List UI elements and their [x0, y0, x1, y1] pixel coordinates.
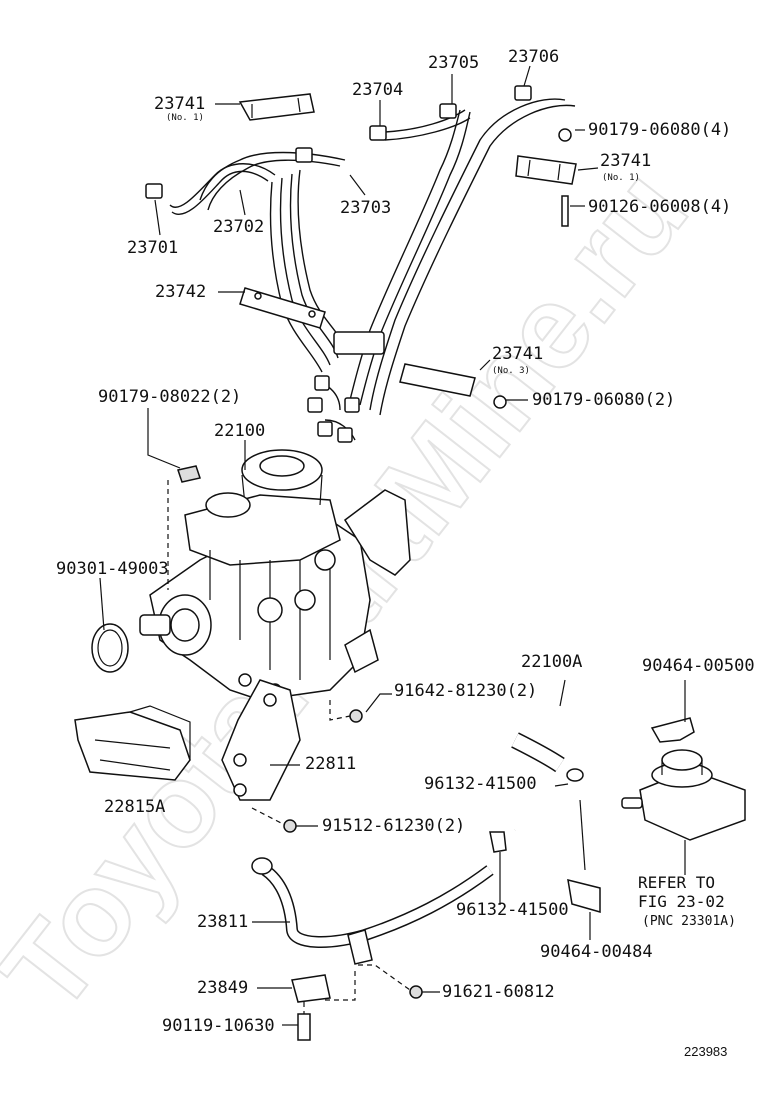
bracket-23849 — [291, 974, 331, 1003]
label-23702: 23702 — [213, 217, 264, 237]
pipe-23811 — [251, 857, 494, 965]
nut-icon — [409, 985, 423, 999]
bolt-icon — [297, 1013, 311, 1041]
o-ring-inner — [97, 629, 123, 667]
hose-clamp-icon — [566, 768, 584, 782]
refer-line-3: (PNC 23301A) — [642, 914, 736, 929]
label-96132-41500-b: 96132-41500 — [456, 900, 569, 920]
label-23706: 23706 — [508, 47, 559, 67]
label-90464-00484: 90464-00484 — [540, 942, 653, 962]
pipe-nuts — [145, 85, 532, 443]
label-23705: 23705 — [428, 53, 479, 73]
label-22815A: 22815A — [104, 797, 165, 817]
figure-number: 223983 — [684, 1044, 727, 1059]
label-90464-00500: 90464-00500 — [642, 656, 755, 676]
label-91512-61230-2: 91512-61230(2) — [322, 816, 465, 836]
clamp-23741-top — [238, 93, 315, 121]
nut-icon — [558, 128, 572, 142]
label-23741-mid-sub: (No. 3) — [492, 366, 530, 376]
label-23811: 23811 — [197, 912, 248, 932]
label-23741-top: 23741 — [154, 94, 205, 114]
hose-22100A — [504, 696, 636, 836]
bolt-icon — [561, 195, 569, 227]
injection-pump-22100 — [139, 449, 411, 701]
nut-icon — [283, 819, 297, 833]
nut-icon — [493, 395, 507, 409]
label-90301-49003: 90301-49003 — [56, 559, 169, 579]
label-91642-81230-2: 91642-81230(2) — [394, 681, 537, 701]
dashed-guides — [167, 480, 411, 1014]
hose-clamp-icon — [489, 831, 507, 853]
label-23741-mid: 23741 — [492, 344, 543, 364]
label-96132-41500-a: 96132-41500 — [424, 774, 537, 794]
bracket-22811 — [221, 679, 301, 801]
label-23849: 23849 — [197, 978, 248, 998]
label-23742: 23742 — [155, 282, 206, 302]
label-90126-06008-4: 90126-06008(4) — [588, 197, 731, 217]
bracket-22815A — [74, 705, 191, 781]
clip-90464-00500 — [650, 717, 695, 743]
nut-icon — [177, 465, 201, 483]
label-23704: 23704 — [352, 80, 403, 100]
leader-lines — [99, 65, 686, 1026]
label-23741-right-sub: (No. 1) — [602, 173, 640, 183]
clamp-23741-right — [515, 155, 577, 185]
refer-line-2: FIG 23-02 — [638, 892, 725, 911]
label-23703: 23703 — [340, 198, 391, 218]
label-90179-06080-4: 90179-06080(4) — [588, 120, 731, 140]
label-23741-right: 23741 — [600, 151, 651, 171]
label-23701: 23701 — [127, 238, 178, 258]
label-90179-08022-2: 90179-08022(2) — [98, 387, 241, 407]
label-23741-top-sub: (No. 1) — [166, 113, 204, 123]
clip-90464-00484 — [567, 878, 601, 913]
refer-line-1: REFER TO — [638, 873, 715, 892]
fuel-filter — [621, 749, 746, 841]
label-90179-06080-2: 90179-06080(2) — [532, 390, 675, 410]
label-22100A: 22100A — [521, 652, 582, 672]
label-90119-10630: 90119-10630 — [162, 1016, 275, 1036]
clamp-23741-no3 — [399, 363, 476, 397]
injection-pipes — [169, 98, 576, 441]
label-22100: 22100 — [214, 421, 265, 441]
clamp-23742 — [239, 287, 326, 329]
label-91621-60812: 91621-60812 — [442, 982, 555, 1002]
nut-icon — [349, 709, 363, 723]
label-22811: 22811 — [305, 754, 356, 774]
